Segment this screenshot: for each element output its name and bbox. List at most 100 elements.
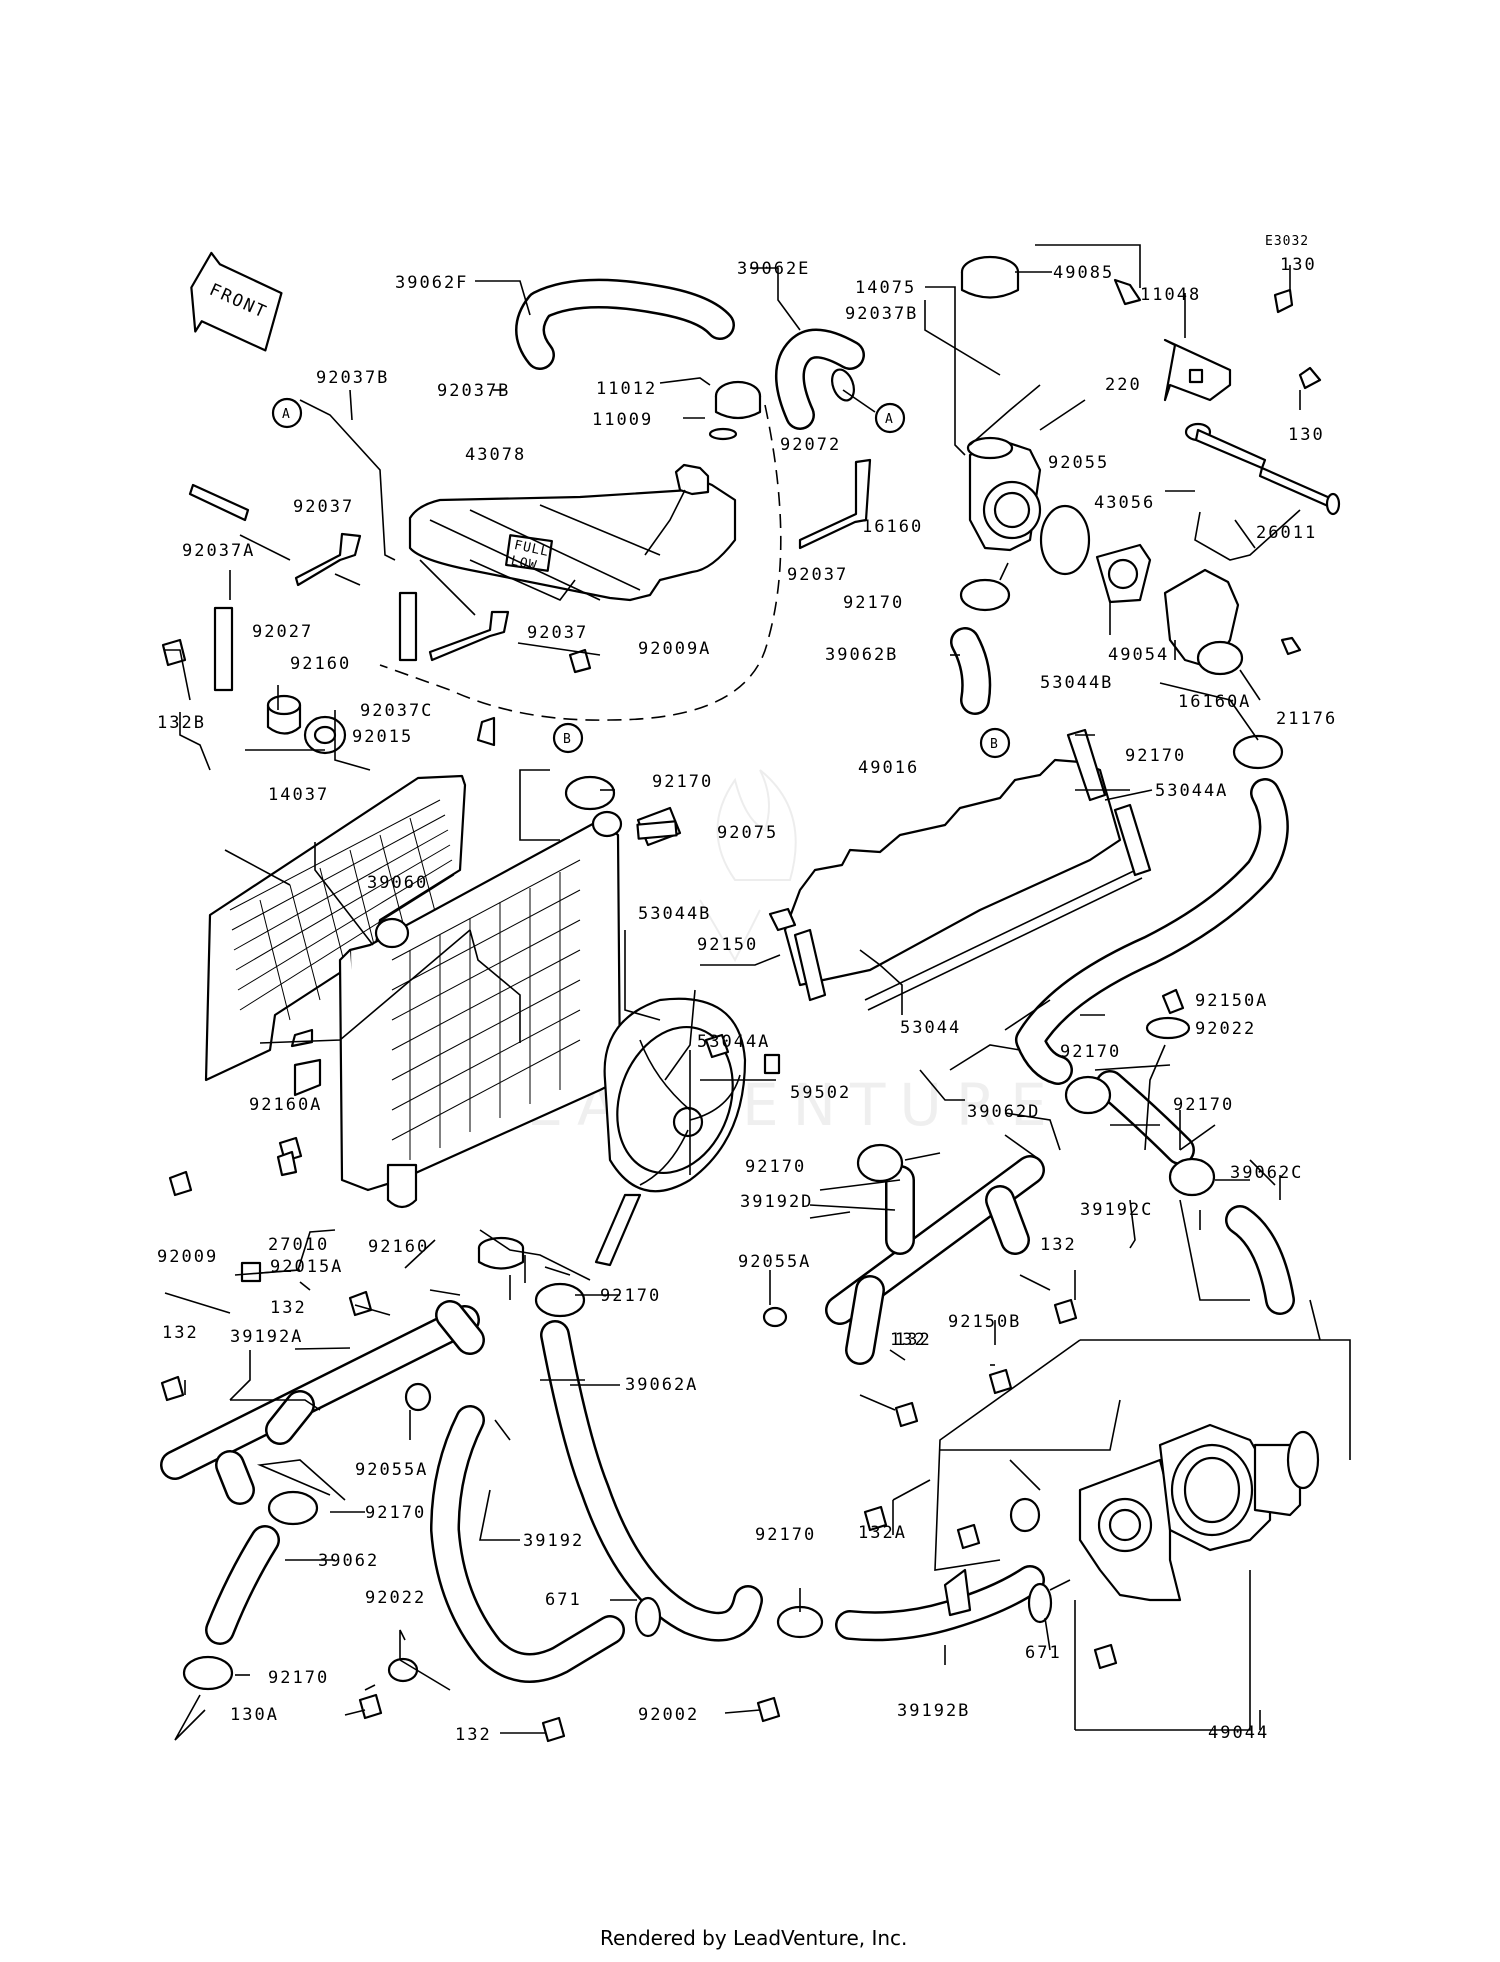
part-label: 130 bbox=[1288, 425, 1325, 445]
part-label: 49044 bbox=[1208, 1723, 1269, 1743]
part-label: 132 bbox=[162, 1323, 199, 1343]
part-label: 39062D bbox=[967, 1102, 1040, 1122]
hose-39062A bbox=[540, 1320, 763, 1642]
part-label: 92009 bbox=[157, 1247, 218, 1267]
part-label: 132 bbox=[890, 1330, 927, 1350]
diagram-code: E3032 bbox=[1265, 234, 1309, 249]
pipe-39192A bbox=[160, 1300, 485, 1505]
part-label: 132B bbox=[157, 713, 206, 733]
part-label: 11009 bbox=[592, 410, 653, 430]
part-label: 39192B bbox=[897, 1701, 970, 1721]
part-label: 16160 bbox=[862, 517, 923, 537]
part-label: 39062C bbox=[1230, 1163, 1303, 1183]
part-label: 16160A bbox=[1178, 692, 1251, 712]
part-label: 92037C bbox=[360, 701, 433, 721]
o-rings bbox=[240, 820, 1191, 1683]
thermostat-housing-16160 bbox=[966, 436, 1042, 552]
part-label: 92027 bbox=[252, 622, 313, 642]
hose-39062E bbox=[775, 328, 876, 430]
part-label: 39062B bbox=[825, 645, 898, 665]
reservoir-cap-49085 bbox=[960, 255, 1020, 299]
part-label: 220 bbox=[1105, 375, 1142, 395]
part-label: 132 bbox=[1040, 1235, 1077, 1255]
part-label: 130 bbox=[1280, 255, 1317, 275]
part-label: 132A bbox=[858, 1523, 907, 1543]
part-label: 11048 bbox=[1140, 285, 1201, 305]
pipe-39192B bbox=[835, 1565, 1045, 1642]
part-label: 27010 bbox=[268, 1235, 329, 1255]
part-label: 39062E bbox=[737, 259, 810, 279]
bolts bbox=[160, 638, 1185, 1743]
part-label: 92170 bbox=[1060, 1042, 1121, 1062]
part-label: 92170 bbox=[1125, 746, 1186, 766]
front-arrow: FRONT bbox=[190, 251, 283, 352]
part-label: 92160A bbox=[249, 1095, 322, 1115]
part-label: 92170 bbox=[755, 1525, 816, 1545]
part-label: 39192A bbox=[230, 1327, 303, 1347]
part-label: 92037B bbox=[316, 368, 389, 388]
part-label: 49054 bbox=[1108, 645, 1169, 665]
hose-clamps bbox=[182, 578, 1284, 1691]
grommets bbox=[266, 694, 525, 1270]
part-label: 53044B bbox=[638, 904, 711, 924]
part-label: 92160 bbox=[368, 1237, 429, 1257]
footer-credit: Rendered by LeadVenture, Inc. bbox=[600, 1926, 907, 1950]
part-label: 39062F bbox=[395, 273, 468, 293]
part-label: 92009A bbox=[638, 639, 711, 659]
hose-39062D bbox=[1015, 778, 1289, 1085]
part-label: 132 bbox=[455, 1725, 492, 1745]
part-label: 92055A bbox=[738, 1252, 811, 1272]
part-label: 92002 bbox=[638, 1705, 699, 1725]
callout-b-right: B bbox=[990, 737, 999, 752]
part-label: 43078 bbox=[465, 445, 526, 465]
water-pump-49044 bbox=[1078, 1423, 1320, 1602]
part-label: 671 bbox=[1025, 1643, 1062, 1663]
part-label: 92150A bbox=[1195, 991, 1268, 1011]
part-label: 43056 bbox=[1094, 493, 1155, 513]
part-labels: 39062F 39062E 14075 49085 92037B 11048 1… bbox=[157, 255, 1337, 1745]
part-label: 92037 bbox=[293, 497, 354, 517]
part-label: 14037 bbox=[268, 785, 329, 805]
part-label: 49085 bbox=[1053, 263, 1114, 283]
callout-a-left: A bbox=[282, 407, 291, 422]
part-label: 92037A bbox=[182, 541, 255, 561]
part-label: 92072 bbox=[780, 435, 841, 455]
brackets-92037 bbox=[188, 458, 872, 692]
part-label: 92150 bbox=[697, 935, 758, 955]
bolt-set bbox=[1113, 278, 1322, 390]
bracket-11048 bbox=[1163, 338, 1232, 402]
part-label: 92170 bbox=[268, 1668, 329, 1688]
part-label: 92022 bbox=[1195, 1019, 1256, 1039]
part-label: 92160 bbox=[290, 654, 351, 674]
part-label: 92170 bbox=[652, 772, 713, 792]
part-label: 92015A bbox=[270, 1257, 343, 1277]
part-label: 92170 bbox=[1173, 1095, 1234, 1115]
radiator-39060 bbox=[338, 810, 623, 1209]
hose-39062B bbox=[950, 627, 992, 715]
part-label: 39192 bbox=[523, 1531, 584, 1551]
reference-callouts: A A B B bbox=[271, 397, 1011, 759]
pipe-39192D bbox=[825, 1155, 1045, 1365]
part-label: 92170 bbox=[745, 1157, 806, 1177]
pipe-39192 bbox=[430, 1405, 625, 1683]
part-label: 132 bbox=[895, 1330, 932, 1350]
part-label: 671 bbox=[545, 1590, 582, 1610]
part-label: 92055A bbox=[355, 1460, 428, 1480]
part-label: 92037 bbox=[787, 565, 848, 585]
part-label: 92150B bbox=[948, 1312, 1021, 1332]
part-label: 92037 bbox=[527, 623, 588, 643]
rod-26011 bbox=[1184, 422, 1341, 516]
part-label: 21176 bbox=[1276, 709, 1337, 729]
hose-39062 bbox=[205, 1525, 280, 1645]
part-label: 39062 bbox=[318, 1551, 379, 1571]
part-label: 92015 bbox=[352, 727, 413, 747]
cover-49016 bbox=[783, 758, 1143, 1011]
part-label: 92170 bbox=[843, 593, 904, 613]
part-label: 39062A bbox=[625, 1375, 698, 1395]
part-label: 26011 bbox=[1256, 523, 1317, 543]
part-label: 92055 bbox=[1048, 453, 1109, 473]
part-label: 14075 bbox=[855, 278, 916, 298]
part-label: 92170 bbox=[600, 1286, 661, 1306]
part-label: 132 bbox=[270, 1298, 307, 1318]
part-label: 92037B bbox=[437, 381, 510, 401]
